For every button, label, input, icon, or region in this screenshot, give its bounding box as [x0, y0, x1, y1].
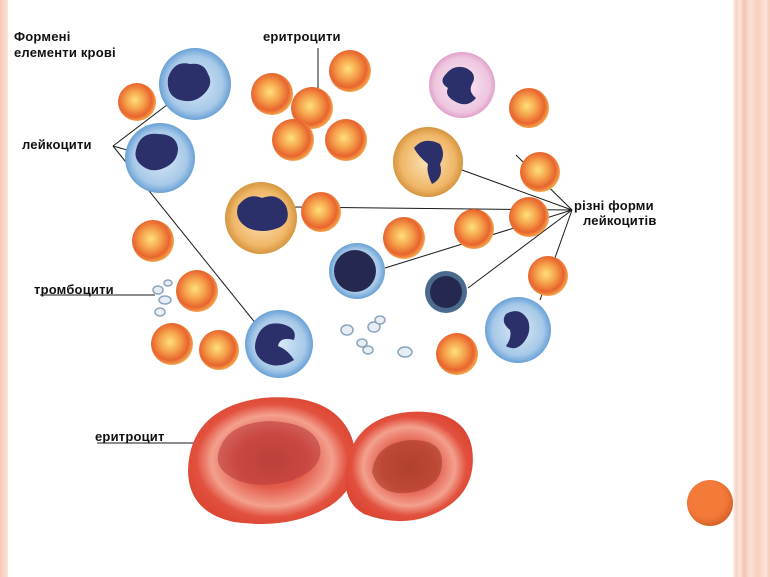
- thrombocytes-group: [152, 279, 413, 358]
- leukocyte-forms-label-line-2: лейкоцитів: [583, 213, 657, 228]
- orange-accent-circle: [687, 480, 733, 526]
- erythrocytes-group: [118, 50, 568, 375]
- title-line-1: Формені: [14, 29, 71, 44]
- leukocytes-group: [125, 48, 551, 378]
- slide-frame-left: [0, 0, 8, 577]
- large-erythrocytes-group: [188, 397, 473, 524]
- title-line-2: елементи крові: [14, 45, 116, 60]
- erythrocyte-label: еритроцит: [95, 429, 165, 444]
- erythrocytes-label: еритроцити: [263, 29, 341, 44]
- slide-frame-right: [732, 0, 770, 577]
- leukocyte-forms-label-line-1: різні форми: [574, 198, 654, 213]
- thrombocytes-label: тромбоцити: [34, 282, 114, 297]
- leukocytes-label: лейкоцити: [22, 137, 92, 152]
